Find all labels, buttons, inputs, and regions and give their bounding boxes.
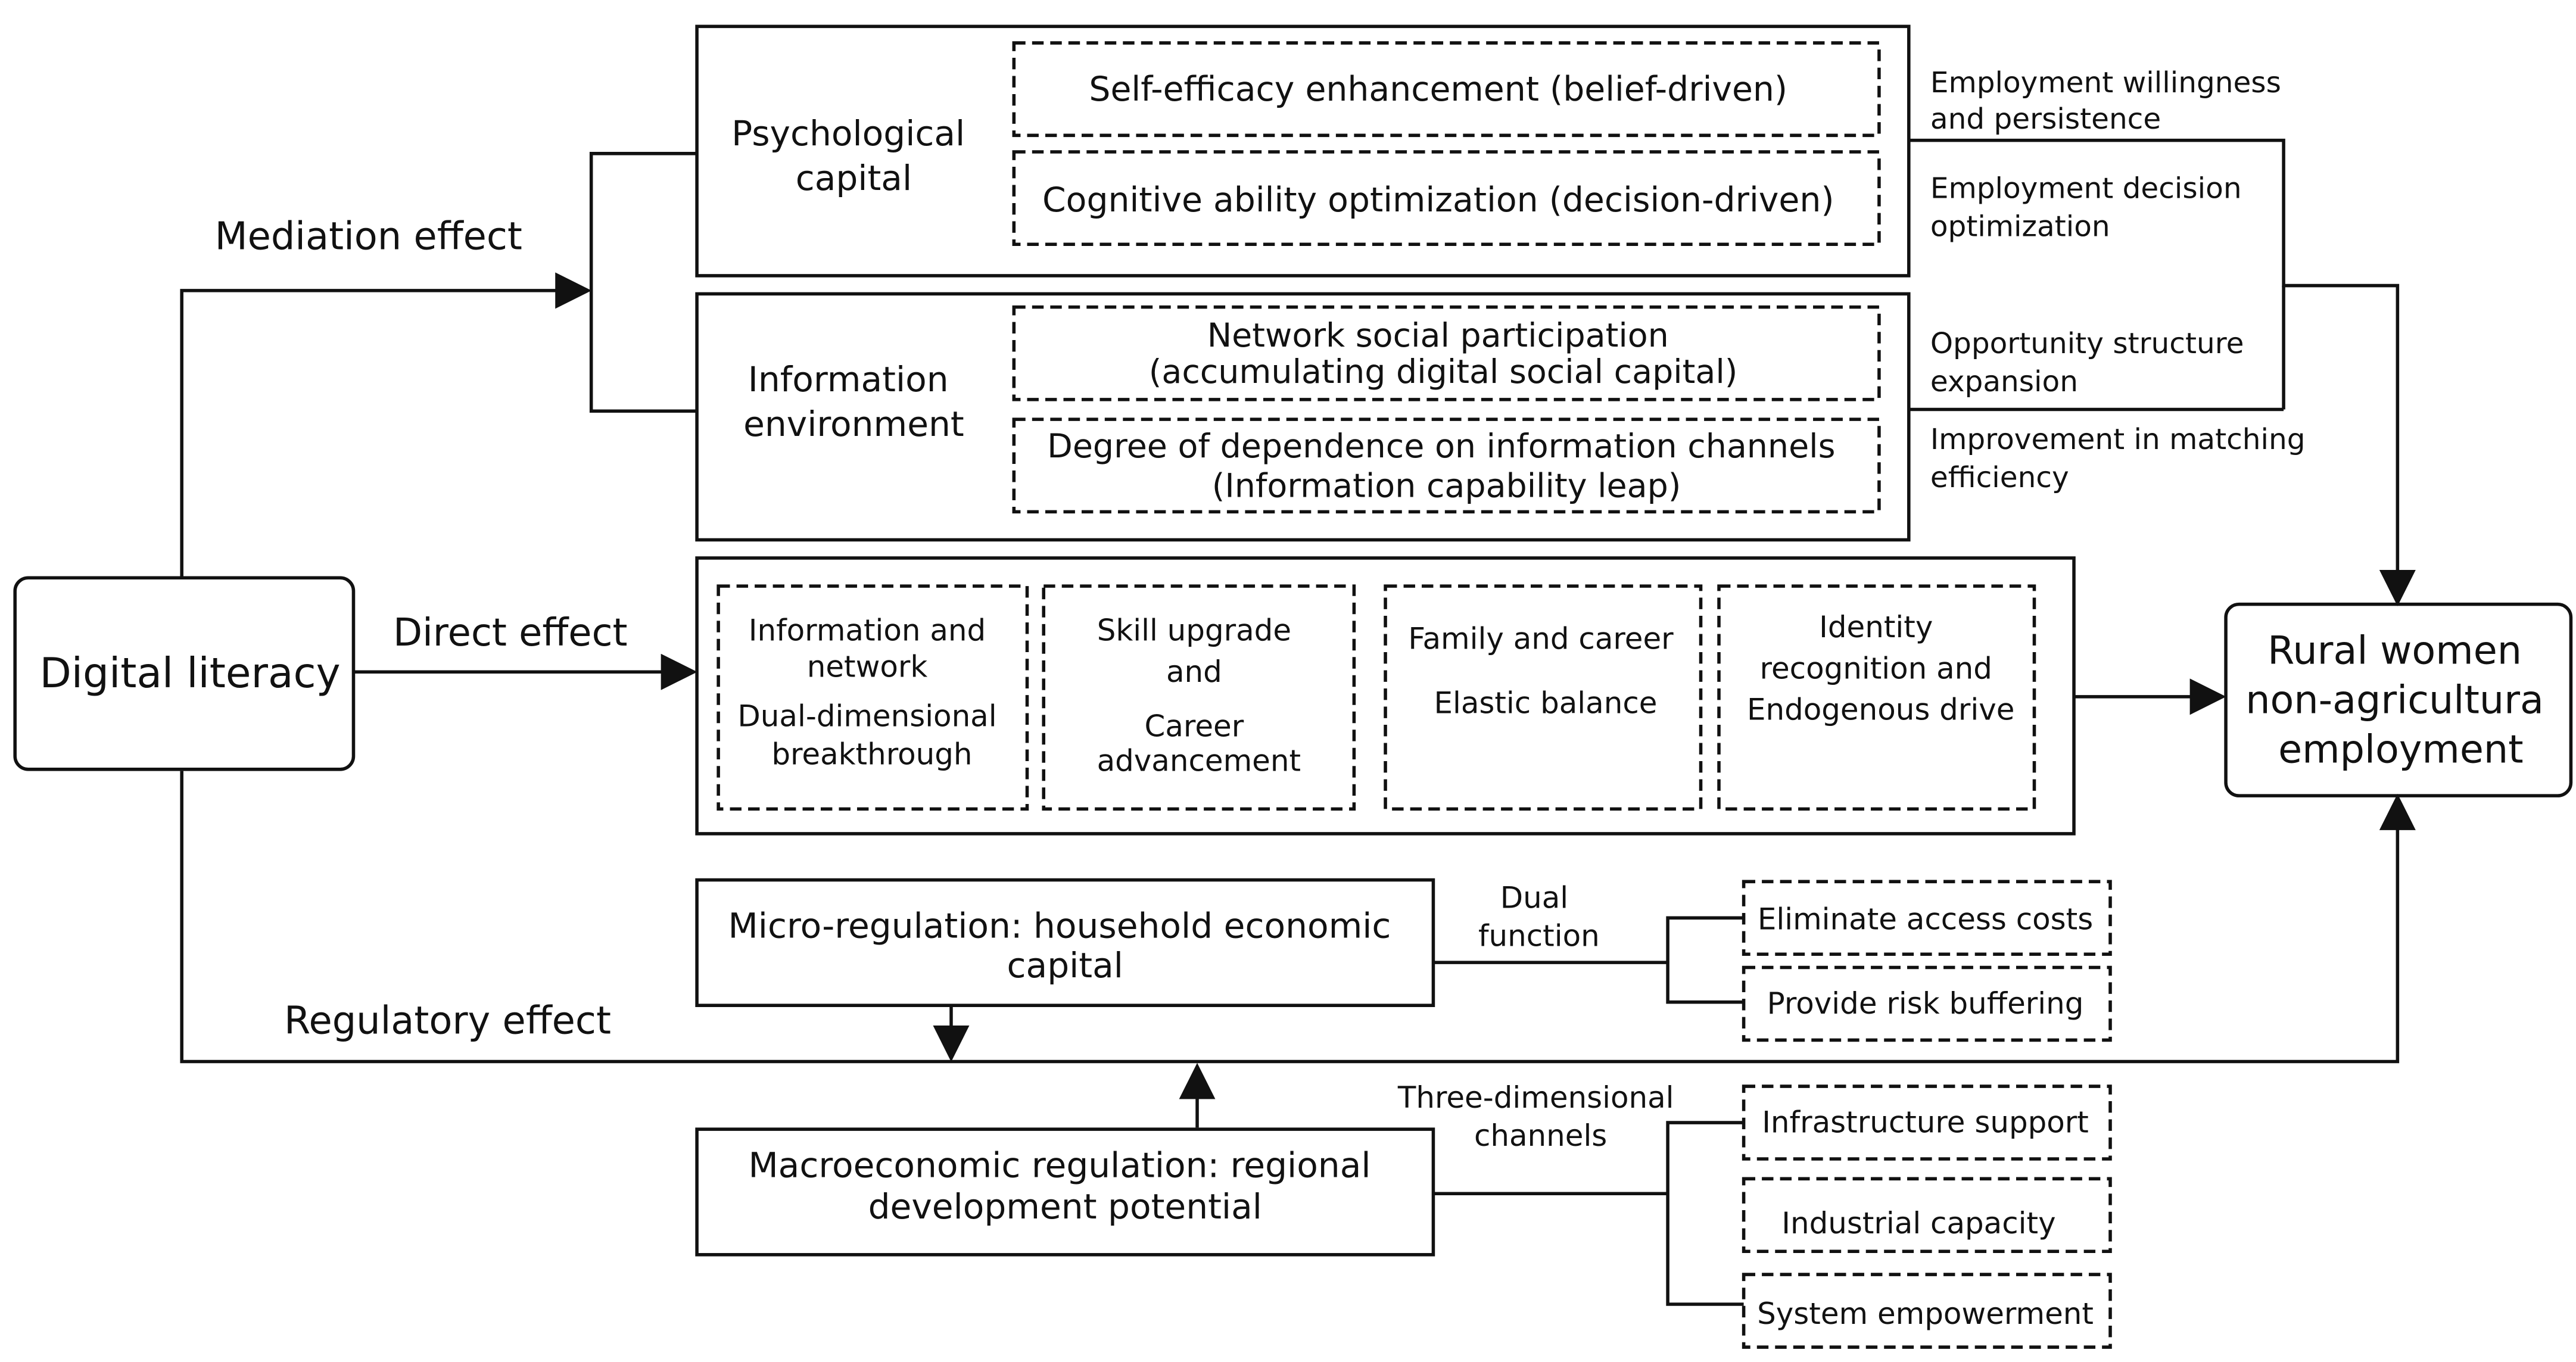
psychological-capital-label: Psychological capital bbox=[731, 113, 976, 198]
dual-function-label: Dual function bbox=[1478, 881, 1600, 953]
information-environment-label: Information environment bbox=[743, 359, 964, 444]
direct-effect-box bbox=[695, 556, 2076, 836]
psychological-capital-box bbox=[695, 24, 1911, 278]
direct-item-1-label: Information and network Dual-dimensional… bbox=[737, 613, 1006, 772]
network-participation-label: Network social participation (accumulati… bbox=[1149, 317, 1738, 391]
eliminate-access-costs-label: Eliminate access costs bbox=[1758, 902, 2093, 937]
information-environment-box bbox=[695, 292, 1911, 542]
rural-women-label: Rural women non-agricultura employment bbox=[2245, 628, 2556, 772]
outcome-employment-willingness: Employment willingness and persistence bbox=[1930, 66, 2290, 136]
system-empowerment-box bbox=[1742, 1273, 2112, 1349]
mediation-bracket bbox=[589, 152, 697, 413]
outcome-decision-optimization: Employment decision optimization bbox=[1930, 172, 2251, 244]
micro-regulation-label: Micro-regulation: household economic cap… bbox=[728, 906, 1402, 986]
mediation-effect-label: Mediation effect bbox=[215, 215, 522, 259]
infrastructure-support-box bbox=[1742, 1084, 2112, 1161]
channel-dependence-label: Degree of dependence on information chan… bbox=[1047, 428, 1846, 506]
micro-regulation-box bbox=[695, 878, 1435, 1007]
solid-boxes bbox=[13, 24, 2573, 1257]
macro-channel-bracket bbox=[1666, 1121, 1744, 1306]
cognitive-ability-label: Cognitive ability optimization (decision… bbox=[1042, 180, 1834, 220]
network-participation-box bbox=[1012, 305, 1881, 401]
channel-dependence-box bbox=[1012, 417, 1881, 514]
macro-regulation-box bbox=[695, 1127, 1435, 1257]
micro-function-bracket bbox=[1666, 916, 1744, 1004]
direct-item-2-label: Skill upgrade and Career advancement bbox=[1097, 613, 1301, 778]
direct-item-3-box bbox=[1384, 584, 1703, 811]
mediation-arrow bbox=[180, 272, 592, 576]
direct-item-2-box bbox=[1042, 584, 1356, 811]
three-dimensional-channels-label: Three-dimensional channels bbox=[1397, 1080, 1684, 1153]
provide-risk-buffering-box bbox=[1742, 965, 2112, 1042]
system-empowerment-label: System empowerment bbox=[1757, 1296, 2094, 1331]
outcome-opportunity-expansion: Opportunity structure expansion bbox=[1930, 327, 2253, 398]
regulatory-effect-label: Regulatory effect bbox=[284, 999, 611, 1043]
direct-item-4-box bbox=[1717, 584, 2036, 811]
rural-women-box bbox=[2224, 602, 2573, 797]
macro-regulation-label: Macroeconomic regulation: regional devel… bbox=[748, 1145, 1382, 1227]
provide-risk-buffering-label: Provide risk buffering bbox=[1767, 986, 2084, 1021]
direct-item-1-box bbox=[717, 584, 1029, 811]
self-efficacy-label: Self-efficacy enhancement (belief-driven… bbox=[1089, 70, 1787, 109]
industrial-capacity-box bbox=[1742, 1177, 2112, 1254]
infrastructure-support-label: Infrastructure support bbox=[1762, 1105, 2089, 1140]
outcome-matching-efficiency: Improvement in matching efficiency bbox=[1930, 423, 2315, 494]
industrial-capacity-label: Industrial capacity bbox=[1781, 1206, 2055, 1241]
direct-effect-label: Direct effect bbox=[393, 611, 628, 655]
digital-literacy-box bbox=[13, 576, 356, 771]
self-efficacy-box bbox=[1012, 41, 1881, 138]
direct-item-3-label: Family and career Elastic balance bbox=[1408, 621, 1683, 720]
cognitive-ability-box bbox=[1012, 150, 1881, 247]
connectors bbox=[180, 138, 2416, 1306]
regulatory-arrow bbox=[180, 771, 2416, 1064]
direct-item-4-label: Identity recognition and Endogenous driv… bbox=[1747, 610, 2014, 727]
digital-literacy-label: Digital literacy bbox=[39, 650, 340, 697]
eliminate-access-costs-box bbox=[1742, 880, 2112, 956]
dashed-boxes bbox=[717, 41, 2112, 1349]
